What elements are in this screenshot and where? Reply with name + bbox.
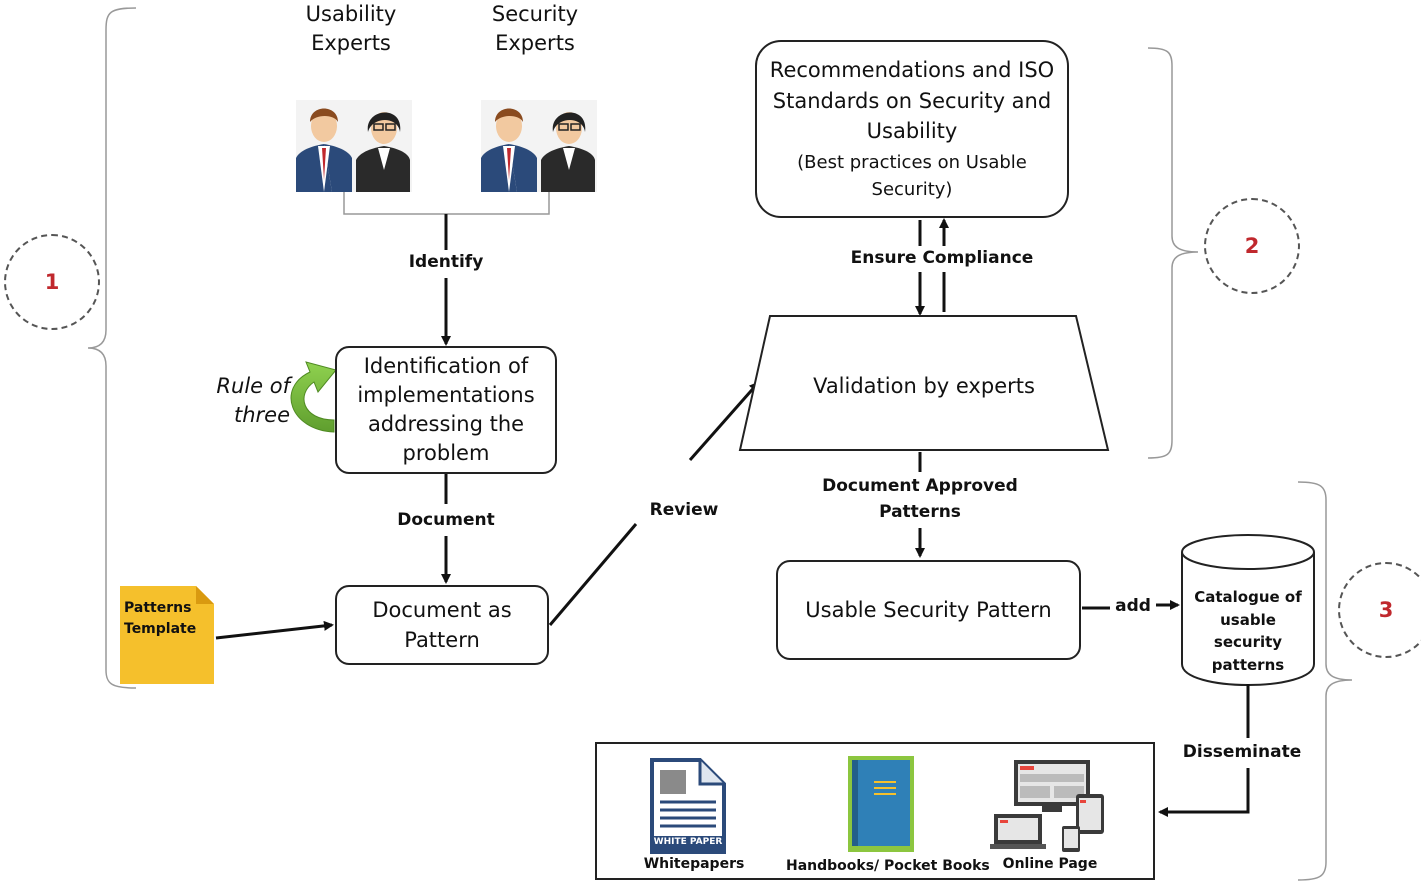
handbooks-caption: Handbooks/ Pocket Books	[786, 858, 990, 874]
online-page-caption: Online Page	[1002, 856, 1098, 872]
usability-experts-title: Usability Experts	[305, 2, 397, 55]
handbook-icon	[848, 756, 914, 852]
document-approved-label: Document Approved Patterns	[822, 476, 1018, 522]
document-label: Document	[397, 510, 495, 530]
usable-security-pattern-box: Usable Security Pattern	[776, 560, 1081, 660]
document-as-pattern-box: Document as Pattern	[335, 585, 549, 665]
phase-3-marker: 3	[1338, 562, 1421, 658]
review-label: Review	[649, 500, 719, 520]
catalogue-cylinder-shape	[1181, 534, 1315, 686]
experts-bracket	[343, 190, 550, 215]
catalogue-label: Catalogue of usable security patterns	[1194, 588, 1302, 674]
rule-of-three-label: Rule of three	[216, 374, 290, 428]
phase-1-marker: 1	[4, 234, 100, 330]
dissemination-box	[595, 742, 1155, 880]
phase-3-brace	[1297, 481, 1353, 881]
security-experts-title: Security Experts	[491, 2, 579, 55]
phase-1-brace	[87, 7, 137, 689]
recommendations-box: Recommendations and ISO Standards on Sec…	[755, 40, 1069, 218]
phase-2-marker: 2	[1204, 198, 1300, 294]
identification-box: Identification of implementations addres…	[335, 346, 557, 474]
whitepaper-banner: WHITE PAPER	[653, 837, 723, 847]
validation-trapezoid-shape	[738, 315, 1110, 451]
patterns-template-label: Patterns Template	[124, 600, 197, 637]
identify-label: Identify	[408, 252, 484, 272]
add-label: add	[1115, 596, 1151, 616]
rule-of-three-arrow	[290, 361, 337, 433]
online-page-icon	[990, 760, 1104, 852]
whitepapers-caption: Whitepapers	[643, 856, 745, 872]
phase-2-brace	[1147, 47, 1199, 459]
usability-experts-icon	[296, 100, 412, 192]
ensure-compliance-label: Ensure Compliance	[850, 248, 1034, 268]
whitepaper-icon	[650, 758, 726, 854]
security-experts-icon	[481, 100, 597, 192]
validation-by-experts-label: Validation by experts	[813, 374, 1035, 398]
patterns-template-icon	[120, 586, 214, 684]
disseminate-label: Disseminate	[1182, 742, 1302, 762]
